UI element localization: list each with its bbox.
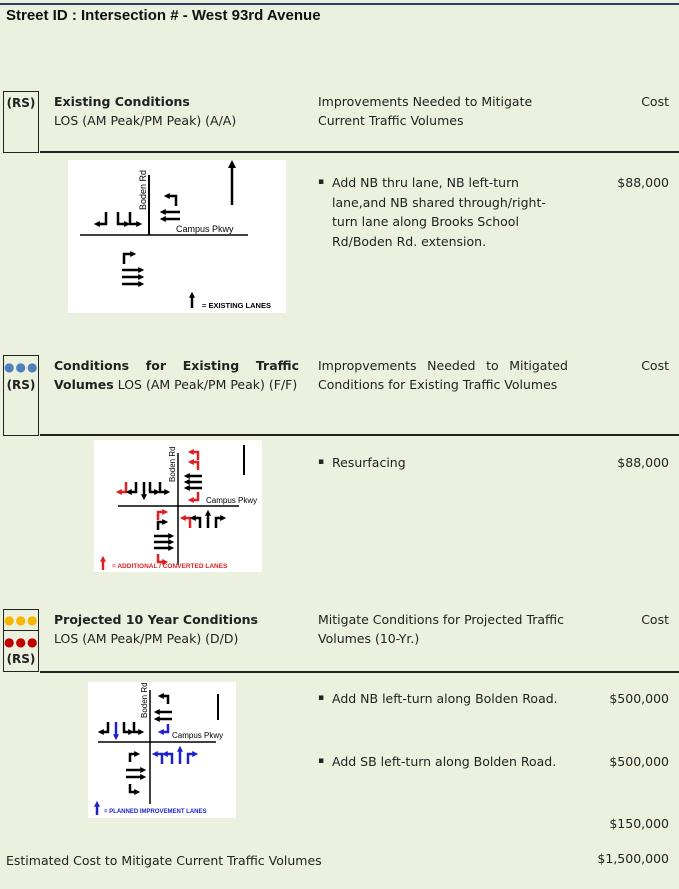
lane-arrow-icon [132,722,145,736]
cost-header: Cost [641,612,669,627]
intersection-diagram-existing: Boden Rd Campus Pkwy = EXISTING LANES [68,160,286,313]
rs-label: (RS) [6,652,36,666]
road-label-ns: Boden Rd [140,682,149,718]
lane-arrow-icon [158,482,171,496]
blue-dots-icon: ●●● [4,360,39,374]
lane-arrow-icon [214,514,227,528]
section-heading: Existing Conditions [54,94,190,109]
lane-arrow-icon [161,750,174,764]
improvement-item: Add NB thru lane, NB left-turn lane,and … [318,173,570,251]
section-heading: Conditions for Existing Traffic Volumes [54,358,299,392]
lane-arrow-icon [93,212,108,228]
lane-arrow-icon [122,722,135,736]
lane-arrow-icon [115,482,128,496]
divider [40,151,679,153]
lane-arrow-icon [151,750,164,764]
lane-arrow-icon [186,750,199,764]
lane-arrow-icon [156,518,169,530]
item-cost: $500,000 [609,754,669,769]
legend: = ADDITIONAL / CONVERTED LANES [112,563,228,570]
improvement-item: Add NB left-turn along Bolden Road. [318,689,570,709]
section-header: Projected 10 Year Conditions LOS (AM Pea… [54,610,304,648]
road-label-ew: Campus Pkwy [176,224,234,234]
rs-box: ●●● (RS) [3,630,39,672]
cost-header: Cost [641,358,669,373]
section-header: Existing Conditions LOS (AM Peak/PM Peak… [54,92,304,130]
item-cost: $88,000 [617,455,669,470]
lane-arrow-icon [116,212,131,228]
total-value: $1,500,000 [597,851,669,866]
legend: = EXISTING LANES [202,301,271,310]
intersection-diagram-existing-volumes: Boden Rd Campus Pkwy = ADDITIONAL / CONV… [94,440,262,572]
improvements-header: Improvements Needed to Mitigate Current … [318,94,533,128]
lane-arrow-icon [187,448,200,460]
intersection-diagram-projected: Boden Rd Campus Pkwy = PLANNED IMPROVEME… [88,682,236,818]
lane-arrow-icon [128,750,141,762]
rs-box: ●●● (RS) [3,355,39,436]
yellow-dots-icon: ●●● [4,613,39,627]
yellow-dots-box: ●●● [3,609,39,631]
lane-arrow-icon [128,784,141,796]
rs-label: (RS) [6,378,36,392]
section-heading: Projected 10 Year Conditions [54,612,258,627]
divider [40,671,679,673]
improvements-header: Impropvements Needed to Mitigated Condit… [318,358,568,392]
rs-box: (RS) [3,91,39,153]
improvements-header: Mitigate Conditions for Projected Traffi… [318,612,565,646]
road-label-ew: Campus Pkwy [206,496,257,505]
diagram-canvas: Boden Rd Campus Pkwy = PLANNED IMPROVEME… [93,682,223,815]
road-label-ns: Boden Rd [168,446,177,482]
total-label: Estimated Cost to Mitigate Current Traff… [6,853,322,868]
los-text: LOS (AM Peak/PM Peak) (A/A) [54,113,237,128]
item-cost: $88,000 [617,175,669,190]
improvement-item: Resurfacing [318,453,570,473]
lane-arrow-icon [189,514,202,528]
lane-arrow-icon [97,722,110,736]
cost-header: Cost [641,94,669,109]
extra-cost: $150,000 [609,816,669,831]
los-text: LOS (AM Peak/PM Peak) (F/F) [117,377,298,392]
top-border [0,3,679,5]
rs-label: (RS) [6,96,36,110]
lane-arrow-icon [156,508,169,520]
divider [40,434,679,436]
lane-arrow-icon [148,482,161,496]
lane-arrow-icon [163,192,178,206]
lane-arrow-icon [187,458,200,470]
diagram-canvas: Boden Rd Campus Pkwy = EXISTING LANES [80,160,271,310]
page-title: Street ID : Intersection # - West 93rd A… [6,7,321,24]
lane-arrow-icon [187,492,200,504]
red-dots-icon: ●●● [4,635,39,649]
improvement-item: Add SB left-turn along Bolden Road. [318,752,570,772]
north-arrow-head-icon [228,160,236,168]
road-label-ew: Campus Pkwy [172,731,223,740]
section-header: Conditions for Existing Traffic Volumes … [54,356,299,394]
lane-arrow-icon [179,514,192,528]
lane-arrow-icon [157,692,170,704]
lane-arrow-icon [156,554,169,566]
los-text: LOS (AM Peak/PM Peak) (D/D) [54,631,239,646]
lane-arrow-icon [157,724,170,736]
legend: = PLANNED IMPROVEMENT LANES [104,809,207,815]
diagram-canvas: Boden Rd Campus Pkwy = ADDITIONAL / CONV… [99,445,257,570]
lane-arrow-icon [125,482,138,496]
road-label-ns: Boden Rd [138,170,148,210]
lane-arrow-icon [122,250,137,264]
lane-arrow-icon [128,212,143,228]
item-cost: $500,000 [609,691,669,706]
